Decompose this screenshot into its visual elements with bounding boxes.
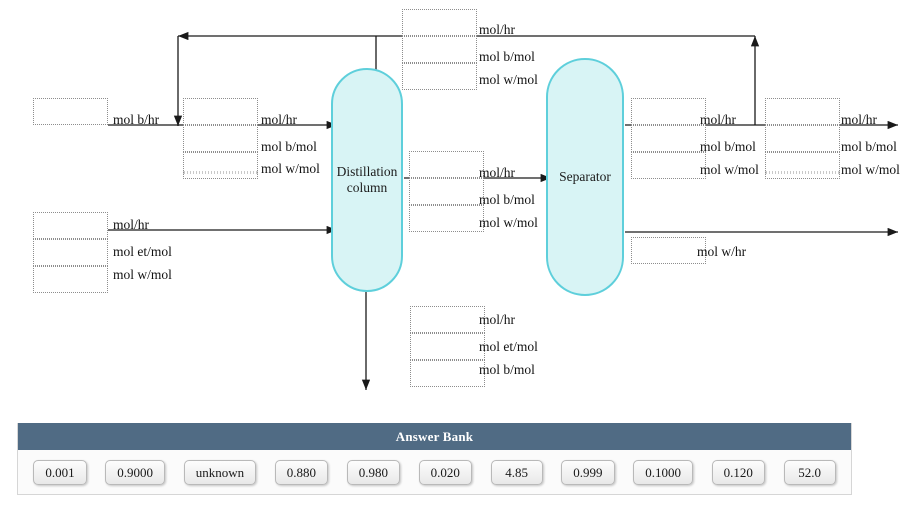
blank-mid-b[interactable] <box>409 178 484 205</box>
answer-chip[interactable]: 52.0 <box>783 460 836 485</box>
answer-chip[interactable]: 0.999 <box>561 460 615 485</box>
blank-sep-top-flow[interactable] <box>631 98 706 125</box>
blank-mid-flow[interactable] <box>409 151 484 178</box>
label-sep-top-b: mol b/mol <box>700 139 756 154</box>
blank-ethanol-feed-flow[interactable] <box>33 212 108 239</box>
process-flow-diagram: Distillation column Separator <box>33 9 900 390</box>
blank-mixed-feed-w[interactable] <box>183 152 258 179</box>
label-bottoms-et: mol et/mol <box>479 339 538 354</box>
blank-bottoms-b[interactable] <box>410 360 485 387</box>
answer-bank-panel: Answer Bank 0.001 0.9000 unknown 0.880 0… <box>17 423 852 495</box>
label-bottoms-flow: mol/hr <box>479 312 515 327</box>
blank-fresh-benzene[interactable] <box>33 98 108 125</box>
answer-chip[interactable]: 0.120 <box>711 460 765 485</box>
label-water-out: mol w/hr <box>697 244 747 259</box>
blank-mid-w[interactable] <box>409 205 484 232</box>
label-ethanol-feed-flow: mol/hr <box>113 217 149 232</box>
answer-chip[interactable]: 0.880 <box>274 460 329 485</box>
label-mixed-feed-flow: mol/hr <box>261 112 297 127</box>
label-product-flow: mol/hr <box>841 112 877 127</box>
answer-chip[interactable]: 0.9000 <box>105 460 166 485</box>
blank-mixed-feed-flow[interactable] <box>183 98 258 125</box>
label-ethanol-feed-w: mol w/mol <box>113 267 172 282</box>
answer-chip[interactable]: 0.001 <box>33 460 87 485</box>
blank-sep-top-b[interactable] <box>631 125 706 152</box>
label-mid-flow: mol/hr <box>479 165 515 180</box>
blank-overhead-w[interactable] <box>402 63 477 90</box>
label-sep-top-flow: mol/hr <box>700 112 736 127</box>
label-overhead-flow: mol/hr <box>479 22 515 37</box>
blank-overhead-b[interactable] <box>402 36 477 63</box>
label-product-w: mol w/mol <box>841 162 900 177</box>
answer-bank-options: 0.001 0.9000 unknown 0.880 0.980 0.020 4… <box>18 450 851 495</box>
answer-chip[interactable]: 4.85 <box>490 460 543 485</box>
label-fresh-benzene-feed: mol b/hr <box>113 112 160 127</box>
label-mid-w: mol w/mol <box>479 215 538 230</box>
answer-chip[interactable]: 0.1000 <box>633 460 693 485</box>
blank-ethanol-feed-w[interactable] <box>33 266 108 293</box>
answer-chip[interactable]: unknown <box>183 460 257 485</box>
blank-overhead-flow[interactable] <box>402 9 477 36</box>
blank-product-w[interactable] <box>765 152 840 179</box>
label-mixed-feed-w: mol w/mol <box>261 161 320 176</box>
blank-bottoms-et[interactable] <box>410 333 485 360</box>
blank-ethanol-feed-et[interactable] <box>33 239 108 266</box>
label-product-b: mol b/mol <box>841 139 897 154</box>
blank-sep-top-w[interactable] <box>631 152 706 179</box>
distillation-column: Distillation column <box>331 68 403 292</box>
blank-product-flow[interactable] <box>765 98 840 125</box>
separator-label: Separator <box>559 169 611 185</box>
distillation-column-label: Distillation column <box>336 164 398 195</box>
label-ethanol-feed-et: mol et/mol <box>113 244 172 259</box>
label-overhead-b: mol b/mol <box>479 49 535 64</box>
label-bottoms-b: mol b/mol <box>479 362 535 377</box>
blank-mixed-feed-b[interactable] <box>183 125 258 152</box>
label-overhead-w: mol w/mol <box>479 72 538 87</box>
answer-chip[interactable]: 0.980 <box>346 460 400 485</box>
answer-bank-title: Answer Bank <box>18 423 851 450</box>
answer-chip[interactable]: 0.020 <box>418 460 472 485</box>
label-mid-b: mol b/mol <box>479 192 535 207</box>
label-sep-top-w: mol w/mol <box>700 162 759 177</box>
blank-water-out[interactable] <box>631 237 706 264</box>
separator: Separator <box>546 58 624 296</box>
blank-product-b[interactable] <box>765 125 840 152</box>
label-mixed-feed-b: mol b/mol <box>261 139 317 154</box>
blank-bottoms-flow[interactable] <box>410 306 485 333</box>
